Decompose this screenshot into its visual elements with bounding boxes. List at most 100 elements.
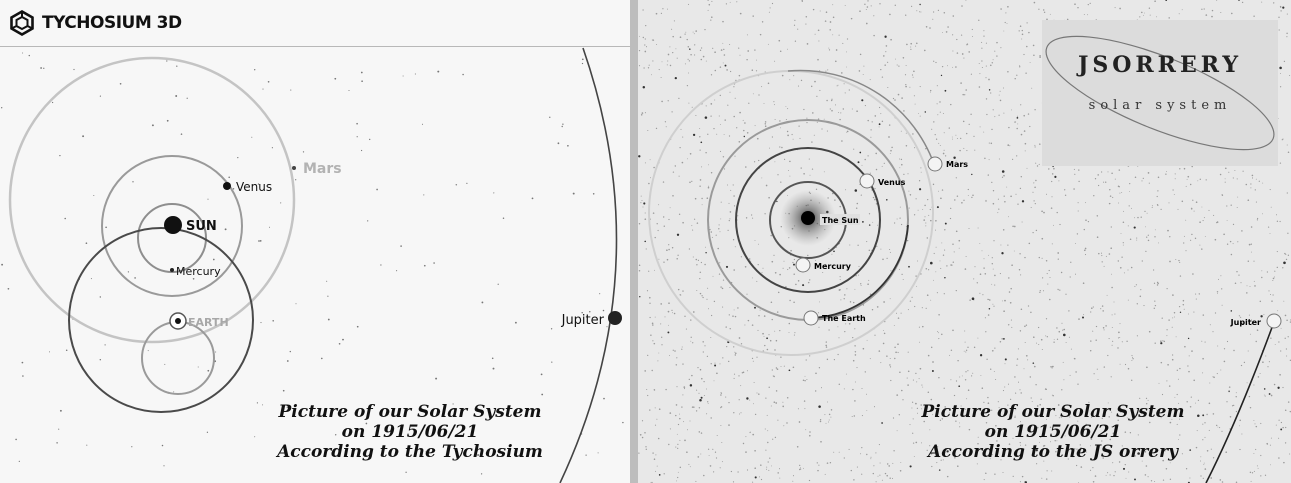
star — [1136, 335, 1138, 337]
star — [356, 325, 359, 328]
app-header: TYCHOSIUM 3D — [0, 0, 630, 47]
star — [1010, 195, 1012, 198]
star — [833, 359, 835, 361]
star — [1077, 6, 1079, 9]
star — [1171, 354, 1174, 356]
mercury-orbit — [137, 203, 207, 273]
star — [805, 23, 807, 25]
star — [995, 425, 997, 427]
star — [958, 385, 961, 388]
star — [951, 136, 953, 138]
star — [656, 44, 658, 45]
star — [1204, 235, 1206, 237]
star — [793, 258, 796, 261]
star — [873, 465, 875, 467]
star — [1173, 194, 1175, 196]
mars-label: Mars — [303, 161, 342, 177]
star — [1046, 18, 1048, 21]
star — [257, 183, 260, 185]
star — [863, 65, 865, 67]
star — [700, 141, 703, 144]
star — [924, 216, 926, 218]
star — [1101, 305, 1104, 307]
jsorrery-canvas[interactable]: The Sun Venus Mars Mercury The Earth Jup… — [638, 0, 1291, 483]
star — [936, 85, 938, 87]
star — [960, 137, 962, 140]
star — [1058, 180, 1060, 182]
venus-icon[interactable] — [223, 182, 231, 190]
star — [930, 299, 932, 301]
star — [175, 95, 178, 97]
star — [655, 12, 658, 15]
earth-icon[interactable] — [803, 310, 819, 326]
star — [1023, 114, 1025, 117]
star — [719, 150, 722, 152]
star — [782, 405, 785, 408]
star — [1202, 314, 1205, 316]
mercury-icon[interactable] — [170, 268, 174, 272]
earth-icon[interactable] — [175, 318, 181, 324]
mars-icon[interactable] — [292, 166, 296, 170]
mars-icon[interactable] — [927, 156, 943, 172]
star — [99, 358, 102, 361]
star — [1082, 282, 1085, 284]
star — [936, 454, 938, 457]
star — [705, 151, 707, 154]
star — [955, 66, 957, 68]
jsorrery-panel[interactable]: The Sun Venus Mars Mercury The Earth Jup… — [638, 0, 1291, 483]
star — [1016, 364, 1018, 366]
star — [1117, 260, 1119, 262]
star — [777, 472, 779, 474]
star — [730, 470, 733, 473]
venus-icon[interactable] — [859, 173, 875, 189]
star — [1187, 175, 1190, 178]
star — [929, 429, 931, 431]
star — [1179, 311, 1182, 313]
star — [725, 396, 727, 398]
star — [983, 258, 985, 260]
star — [361, 80, 363, 83]
star — [835, 49, 838, 51]
tychosium-panel[interactable]: SUN Venus Mars Mercury EARTH Jupiter TYC… — [0, 0, 630, 483]
sun-icon[interactable] — [164, 216, 182, 234]
star — [858, 70, 861, 72]
star — [677, 476, 679, 479]
star — [861, 473, 863, 475]
star — [435, 377, 438, 380]
star — [961, 5, 963, 7]
star — [1136, 237, 1138, 239]
sun-icon[interactable] — [801, 211, 815, 225]
star — [768, 469, 770, 471]
tychosium-canvas[interactable]: SUN Venus Mars Mercury EARTH Jupiter — [0, 0, 630, 483]
star — [921, 384, 923, 386]
star — [671, 309, 673, 312]
star — [830, 416, 832, 418]
jupiter-icon[interactable] — [1266, 313, 1282, 329]
star — [1052, 365, 1054, 368]
star — [912, 76, 914, 78]
star — [1, 263, 4, 266]
star — [950, 103, 952, 106]
star — [1161, 317, 1163, 319]
star — [1202, 439, 1204, 441]
star — [684, 33, 686, 35]
star — [1178, 402, 1180, 404]
star — [878, 126, 880, 128]
star — [1210, 448, 1212, 450]
star — [132, 181, 134, 183]
star — [690, 340, 692, 342]
mercury-icon[interactable] — [795, 257, 811, 273]
star — [737, 307, 739, 309]
star — [834, 104, 837, 106]
jupiter-icon[interactable] — [608, 311, 622, 325]
star — [22, 52, 24, 54]
star — [1111, 273, 1112, 275]
star — [638, 49, 641, 52]
star — [805, 429, 807, 431]
star — [1283, 300, 1285, 302]
star — [658, 204, 660, 206]
star — [679, 439, 681, 441]
star — [1246, 292, 1248, 294]
star — [1039, 56, 1041, 58]
star — [1035, 384, 1037, 386]
